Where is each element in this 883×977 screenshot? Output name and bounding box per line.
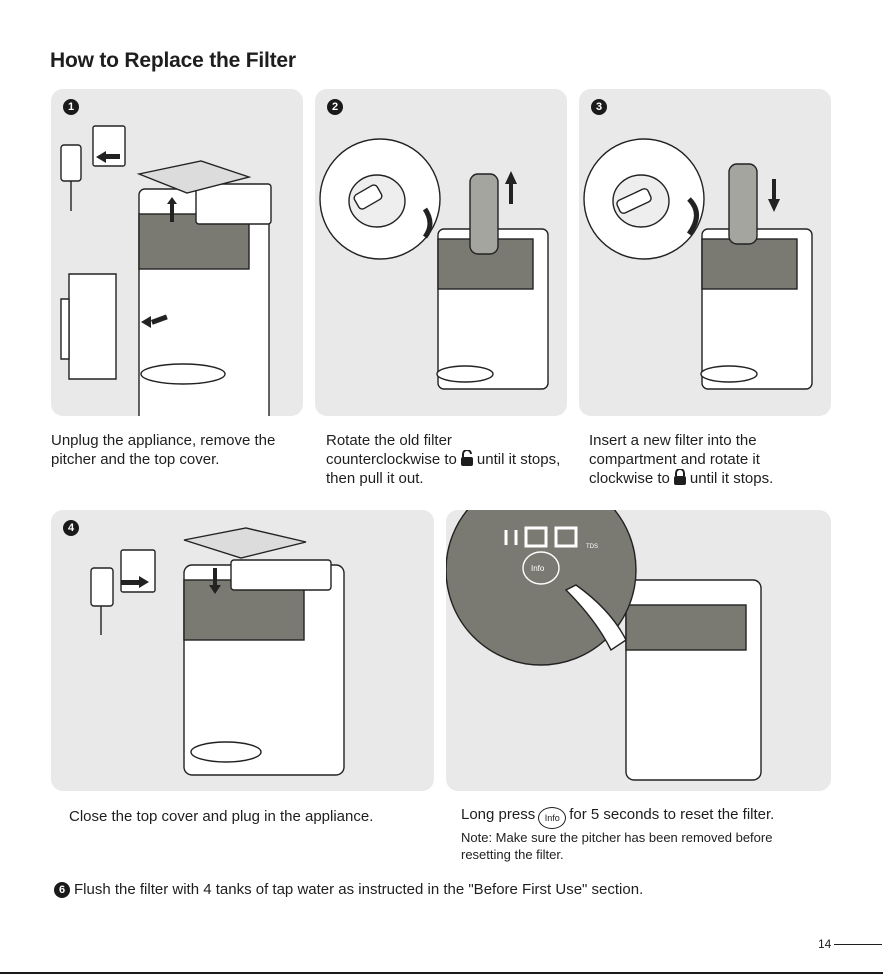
step-2-number: 2 (327, 99, 343, 115)
page-number: 14 (818, 937, 832, 951)
step-2-caption-after: until it stops, then pull it out. (326, 451, 561, 487)
unlock-icon (460, 450, 473, 466)
step-3-illustration: 3 (579, 89, 831, 416)
step-3-caption-after: until it stops. (689, 470, 774, 487)
step-6-number: 6 (54, 882, 70, 898)
step-3-number: 3 (591, 99, 607, 115)
step-2-illustration: 2 (315, 89, 567, 416)
lock-icon (673, 469, 686, 485)
step-4-caption: Close the top cover and plug in the appl… (69, 807, 373, 826)
step-3-caption-before: Insert a new filter into the compartment… (589, 432, 760, 487)
insert-filter-illustration (583, 138, 813, 390)
reset-filter-illustration: TDS Info (446, 510, 762, 781)
info-button-label: Info (531, 564, 545, 573)
display-unit-label: TDS (586, 544, 598, 550)
step-4-illustration: 4 (51, 510, 434, 791)
step-3-caption: Insert a new filter into the compartment… (589, 431, 824, 488)
close-cover-plug-in-illustration (90, 527, 345, 776)
step-5-caption-after: for 5 seconds to reset the filter. (569, 806, 775, 823)
step-1-caption: Unplug the appliance, remove the pitcher… (51, 431, 291, 469)
step-5-illustration: 5 TDS Info (446, 510, 831, 791)
step-4-caption-text: Close the top cover and plug in the appl… (69, 808, 374, 825)
step-4-number: 4 (63, 520, 79, 536)
step-6-text: Flush the filter with 4 tanks of tap wat… (74, 881, 644, 898)
step-1-number: 1 (63, 99, 79, 115)
info-button-icon: Info (538, 807, 567, 829)
step-2-caption-before: Rotate the old filter counterclockwise t… (326, 432, 457, 468)
step-2-caption: Rotate the old filter counterclockwise t… (326, 431, 566, 488)
page-number-rule (834, 944, 882, 945)
unplug-illustration (60, 125, 272, 416)
page-title: How to Replace the Filter (50, 49, 296, 72)
step-5-note: Note: Make sure the pitcher has been rem… (461, 830, 773, 862)
bottom-border (0, 972, 883, 974)
step-5-caption-before: Long press (461, 806, 536, 823)
step-1-illustration: 1 (51, 89, 303, 416)
step-1-caption-text: Unplug the appliance, remove the pitcher… (51, 432, 276, 468)
remove-filter-illustration (319, 138, 549, 390)
